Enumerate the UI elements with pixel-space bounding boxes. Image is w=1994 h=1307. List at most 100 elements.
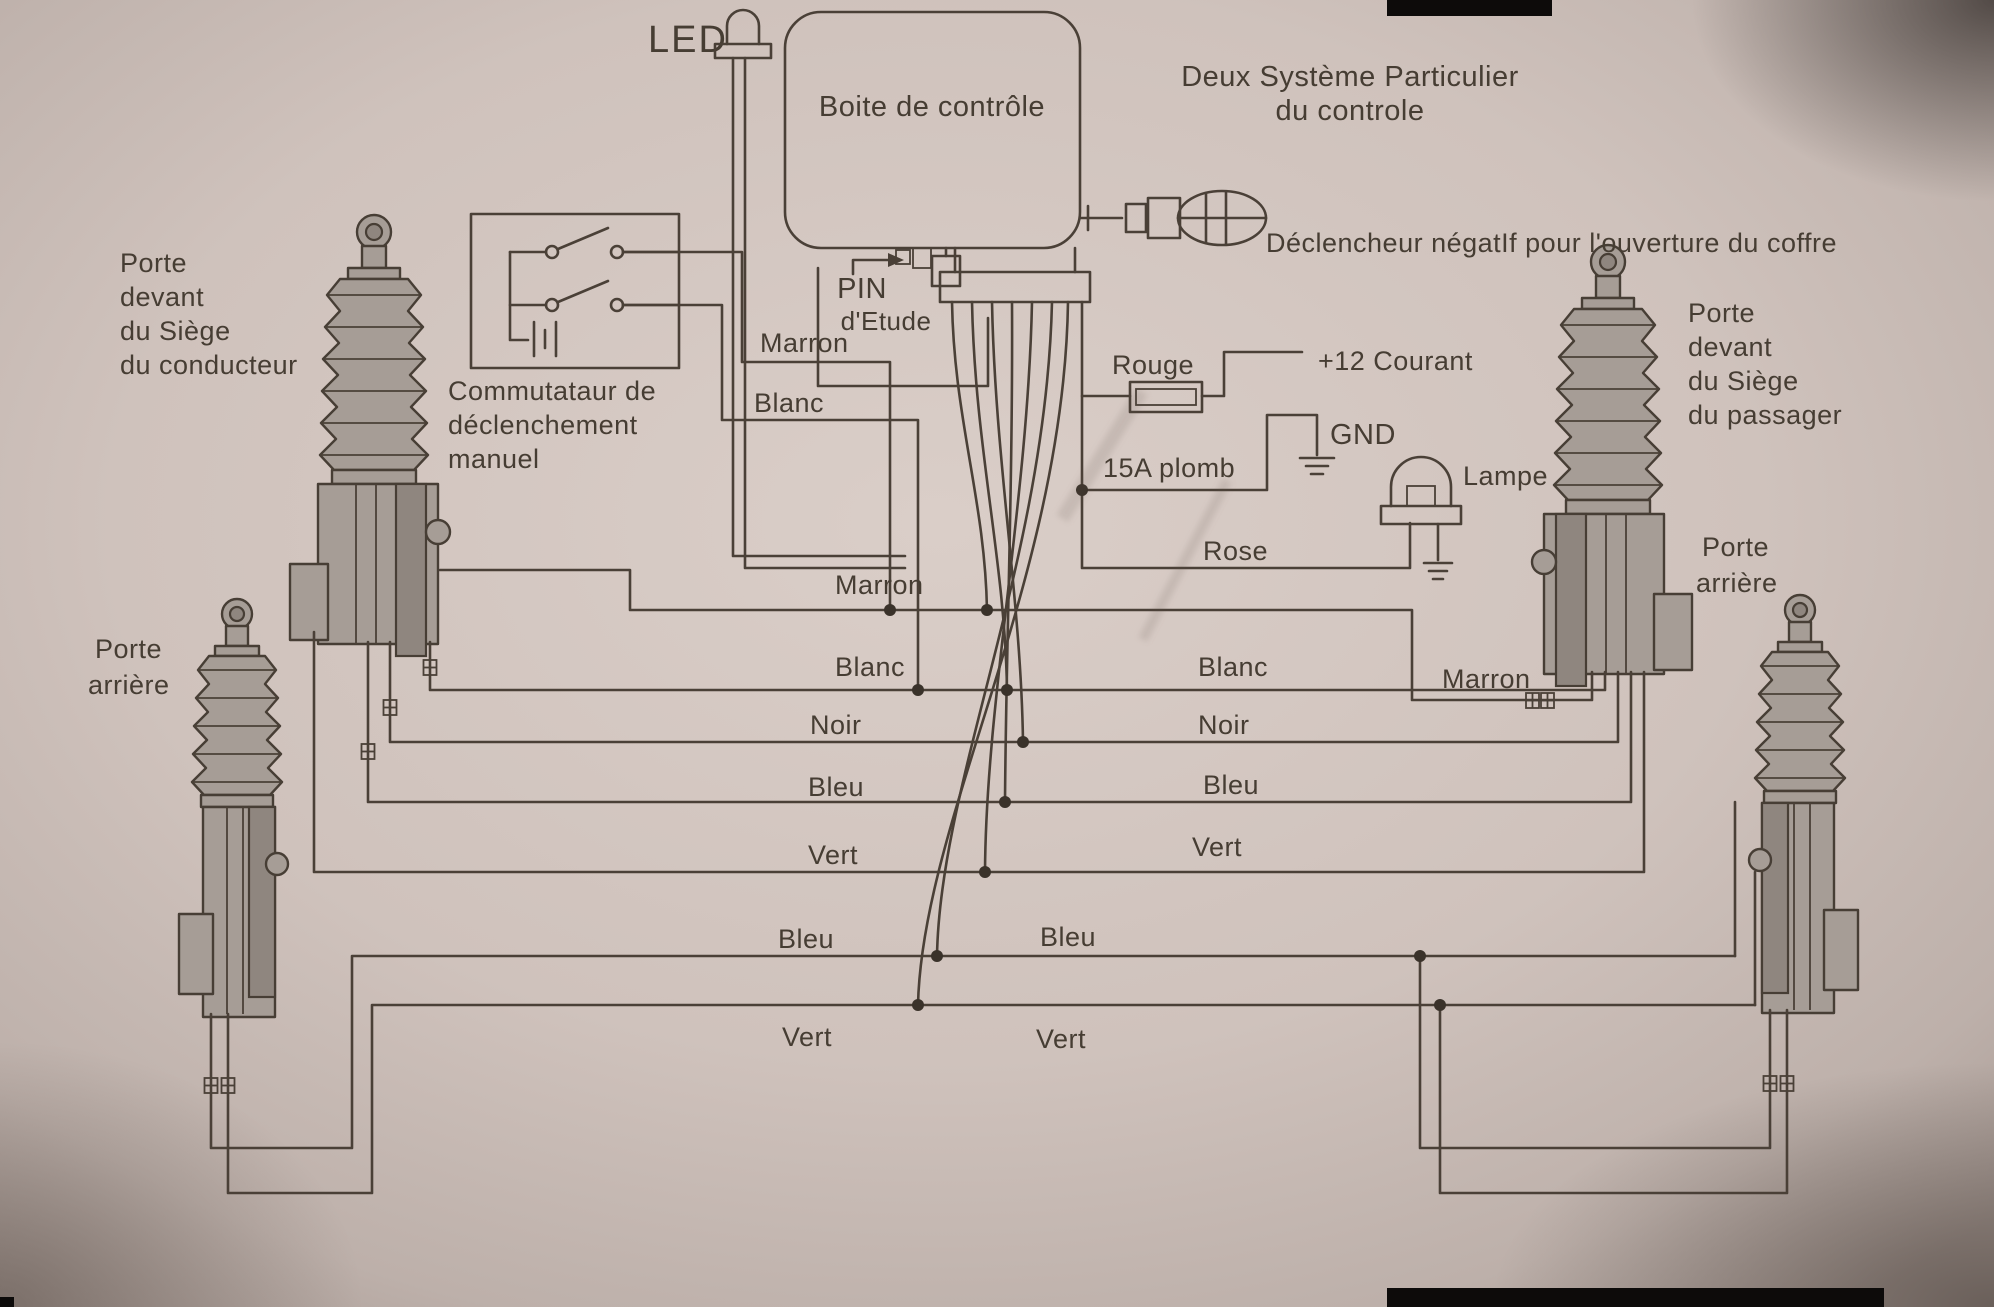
row-label-bleu-left: Bleu — [808, 772, 864, 802]
wire-bottom-vert — [226, 1003, 1757, 1195]
bundle-wire-bleu2 — [935, 300, 1054, 958]
trunk-connector-1 — [1124, 202, 1148, 234]
trunk-wire — [1078, 204, 1124, 232]
system-note-line2: du controle — [1276, 95, 1425, 127]
svg-text:Porte: Porte — [95, 634, 162, 664]
pin-arrow — [851, 258, 890, 276]
switch-wire-marron — [621, 250, 892, 612]
trunk-release-label: Déclencheur négatIf pour l'ouverture du … — [1266, 228, 1837, 258]
bundle-wire-vert2 — [916, 300, 1070, 1007]
row-label-bleu-bottom-right: Bleu — [1040, 922, 1096, 952]
plus12-wire — [1200, 350, 1304, 398]
trunk-actuator-cross — [1176, 190, 1268, 246]
inline-connector — [360, 743, 376, 760]
photo-edge-top — [1387, 0, 1552, 16]
pin-connector — [912, 247, 932, 269]
led-label: LED — [648, 19, 728, 61]
trunk-connector-2 — [1146, 196, 1182, 240]
switch-contact — [544, 297, 560, 313]
switch-wire-blanc-label: Blanc — [754, 388, 824, 418]
pin-label-1: PIN — [837, 273, 887, 305]
plus12-label: +12 Courant — [1318, 346, 1473, 376]
svg-text:devant: devant — [1688, 332, 1772, 362]
lamp-base — [1379, 504, 1463, 526]
switch-contact — [544, 244, 560, 260]
harness-connector-bar — [938, 270, 1092, 304]
row-label-blanc-right: Blanc — [1198, 652, 1268, 682]
row-label-noir-left: Noir — [810, 710, 862, 740]
actuator-rear-left — [177, 597, 290, 1019]
inline-connector — [203, 1077, 219, 1094]
gnd-label: GND — [1330, 419, 1396, 451]
pin-label-2: d'Etude — [841, 306, 932, 336]
svg-text:du conducteur: du conducteur — [120, 350, 298, 380]
wire-row-vert — [312, 630, 1757, 1007]
row-label-marron-left: Marron — [835, 570, 924, 600]
bundle-wire-vert — [983, 300, 1034, 874]
inline-connector — [1762, 1075, 1778, 1092]
gnd-wire — [1080, 413, 1319, 492]
switch-label-2: déclenchement — [448, 410, 638, 440]
row-label-vert-bottom-right: Vert — [1036, 1024, 1086, 1054]
pin-bracket — [816, 266, 990, 388]
system-note-line1: Deux Système Particulier — [1181, 61, 1519, 93]
driver-door-label: Porte devant du Siège du conducteur — [120, 248, 298, 380]
row-label-vert-left: Vert — [808, 840, 858, 870]
power-rose-wire — [1080, 300, 1412, 570]
inline-connector — [220, 1077, 236, 1094]
fuse-element — [1135, 388, 1197, 406]
lamp-dome — [1389, 455, 1453, 508]
led-base — [713, 42, 773, 60]
photo-edge-corner — [0, 1297, 14, 1307]
inline-connector — [1525, 692, 1540, 709]
bundle-wire-noir — [990, 300, 1025, 744]
rouge-label: Rouge — [1112, 350, 1194, 380]
svg-text:du Siège: du Siège — [120, 316, 231, 346]
svg-text:du passager: du passager — [1688, 400, 1842, 430]
bundle-wire-blanc — [970, 300, 1009, 692]
wire-row-noir — [388, 640, 1620, 744]
row-label-vert-right: Vert — [1192, 832, 1242, 862]
wire-rear-right-bleu — [1418, 954, 1772, 1150]
svg-text:arrière: arrière — [1696, 568, 1778, 598]
bundle-wire-bleu — [1003, 300, 1014, 804]
junction-dots — [884, 484, 1446, 1011]
rear-left-door-label: Porte arrière — [88, 634, 170, 700]
switch-label-3: manuel — [448, 444, 540, 474]
control-box — [783, 10, 1082, 250]
inline-connector — [382, 699, 398, 716]
battery-icon — [532, 320, 558, 358]
actuator-driver-front — [288, 213, 452, 658]
row-label-blanc-left: Blanc — [835, 652, 905, 682]
row-label-noir-right: Noir — [1198, 710, 1250, 740]
svg-text:du Siège: du Siège — [1688, 366, 1799, 396]
led-wire-1 — [731, 56, 907, 558]
photo-edge-bottom — [1387, 1288, 1884, 1307]
row-label-marron-right: Marron — [1442, 664, 1531, 694]
actuator-rear-right — [1747, 593, 1860, 1015]
control-box-label: Boite de contrôle — [819, 91, 1045, 123]
inline-connector — [1540, 692, 1555, 709]
switch-contact — [609, 297, 625, 313]
row-label-bleu-right: Bleu — [1203, 770, 1259, 800]
pin-connector-small — [895, 249, 911, 265]
rear-right-door-label: Porte arrière — [1696, 532, 1778, 598]
passenger-door-label: Porte devant du Siège du passager — [1688, 298, 1842, 430]
row-label-vert-bottom-left: Vert — [782, 1022, 832, 1052]
switch-label-1: Commutataur de — [448, 376, 656, 406]
lamp-ground — [1422, 522, 1454, 581]
bundle-wire-marron — [950, 300, 989, 612]
switch-wire-blanc — [621, 303, 920, 692]
rose-label: Rose — [1203, 536, 1268, 566]
svg-text:Porte: Porte — [120, 248, 187, 278]
switch-wire-marron-label: Marron — [760, 328, 849, 358]
manual-switch-box — [469, 212, 681, 370]
inline-connector — [422, 659, 438, 676]
wire-row-marron — [438, 568, 1594, 702]
svg-text:arrière: arrière — [88, 670, 170, 700]
led-wire-2 — [743, 56, 907, 570]
fuse-label: 15A plomb — [1103, 453, 1235, 483]
ground-icon — [1298, 456, 1336, 476]
